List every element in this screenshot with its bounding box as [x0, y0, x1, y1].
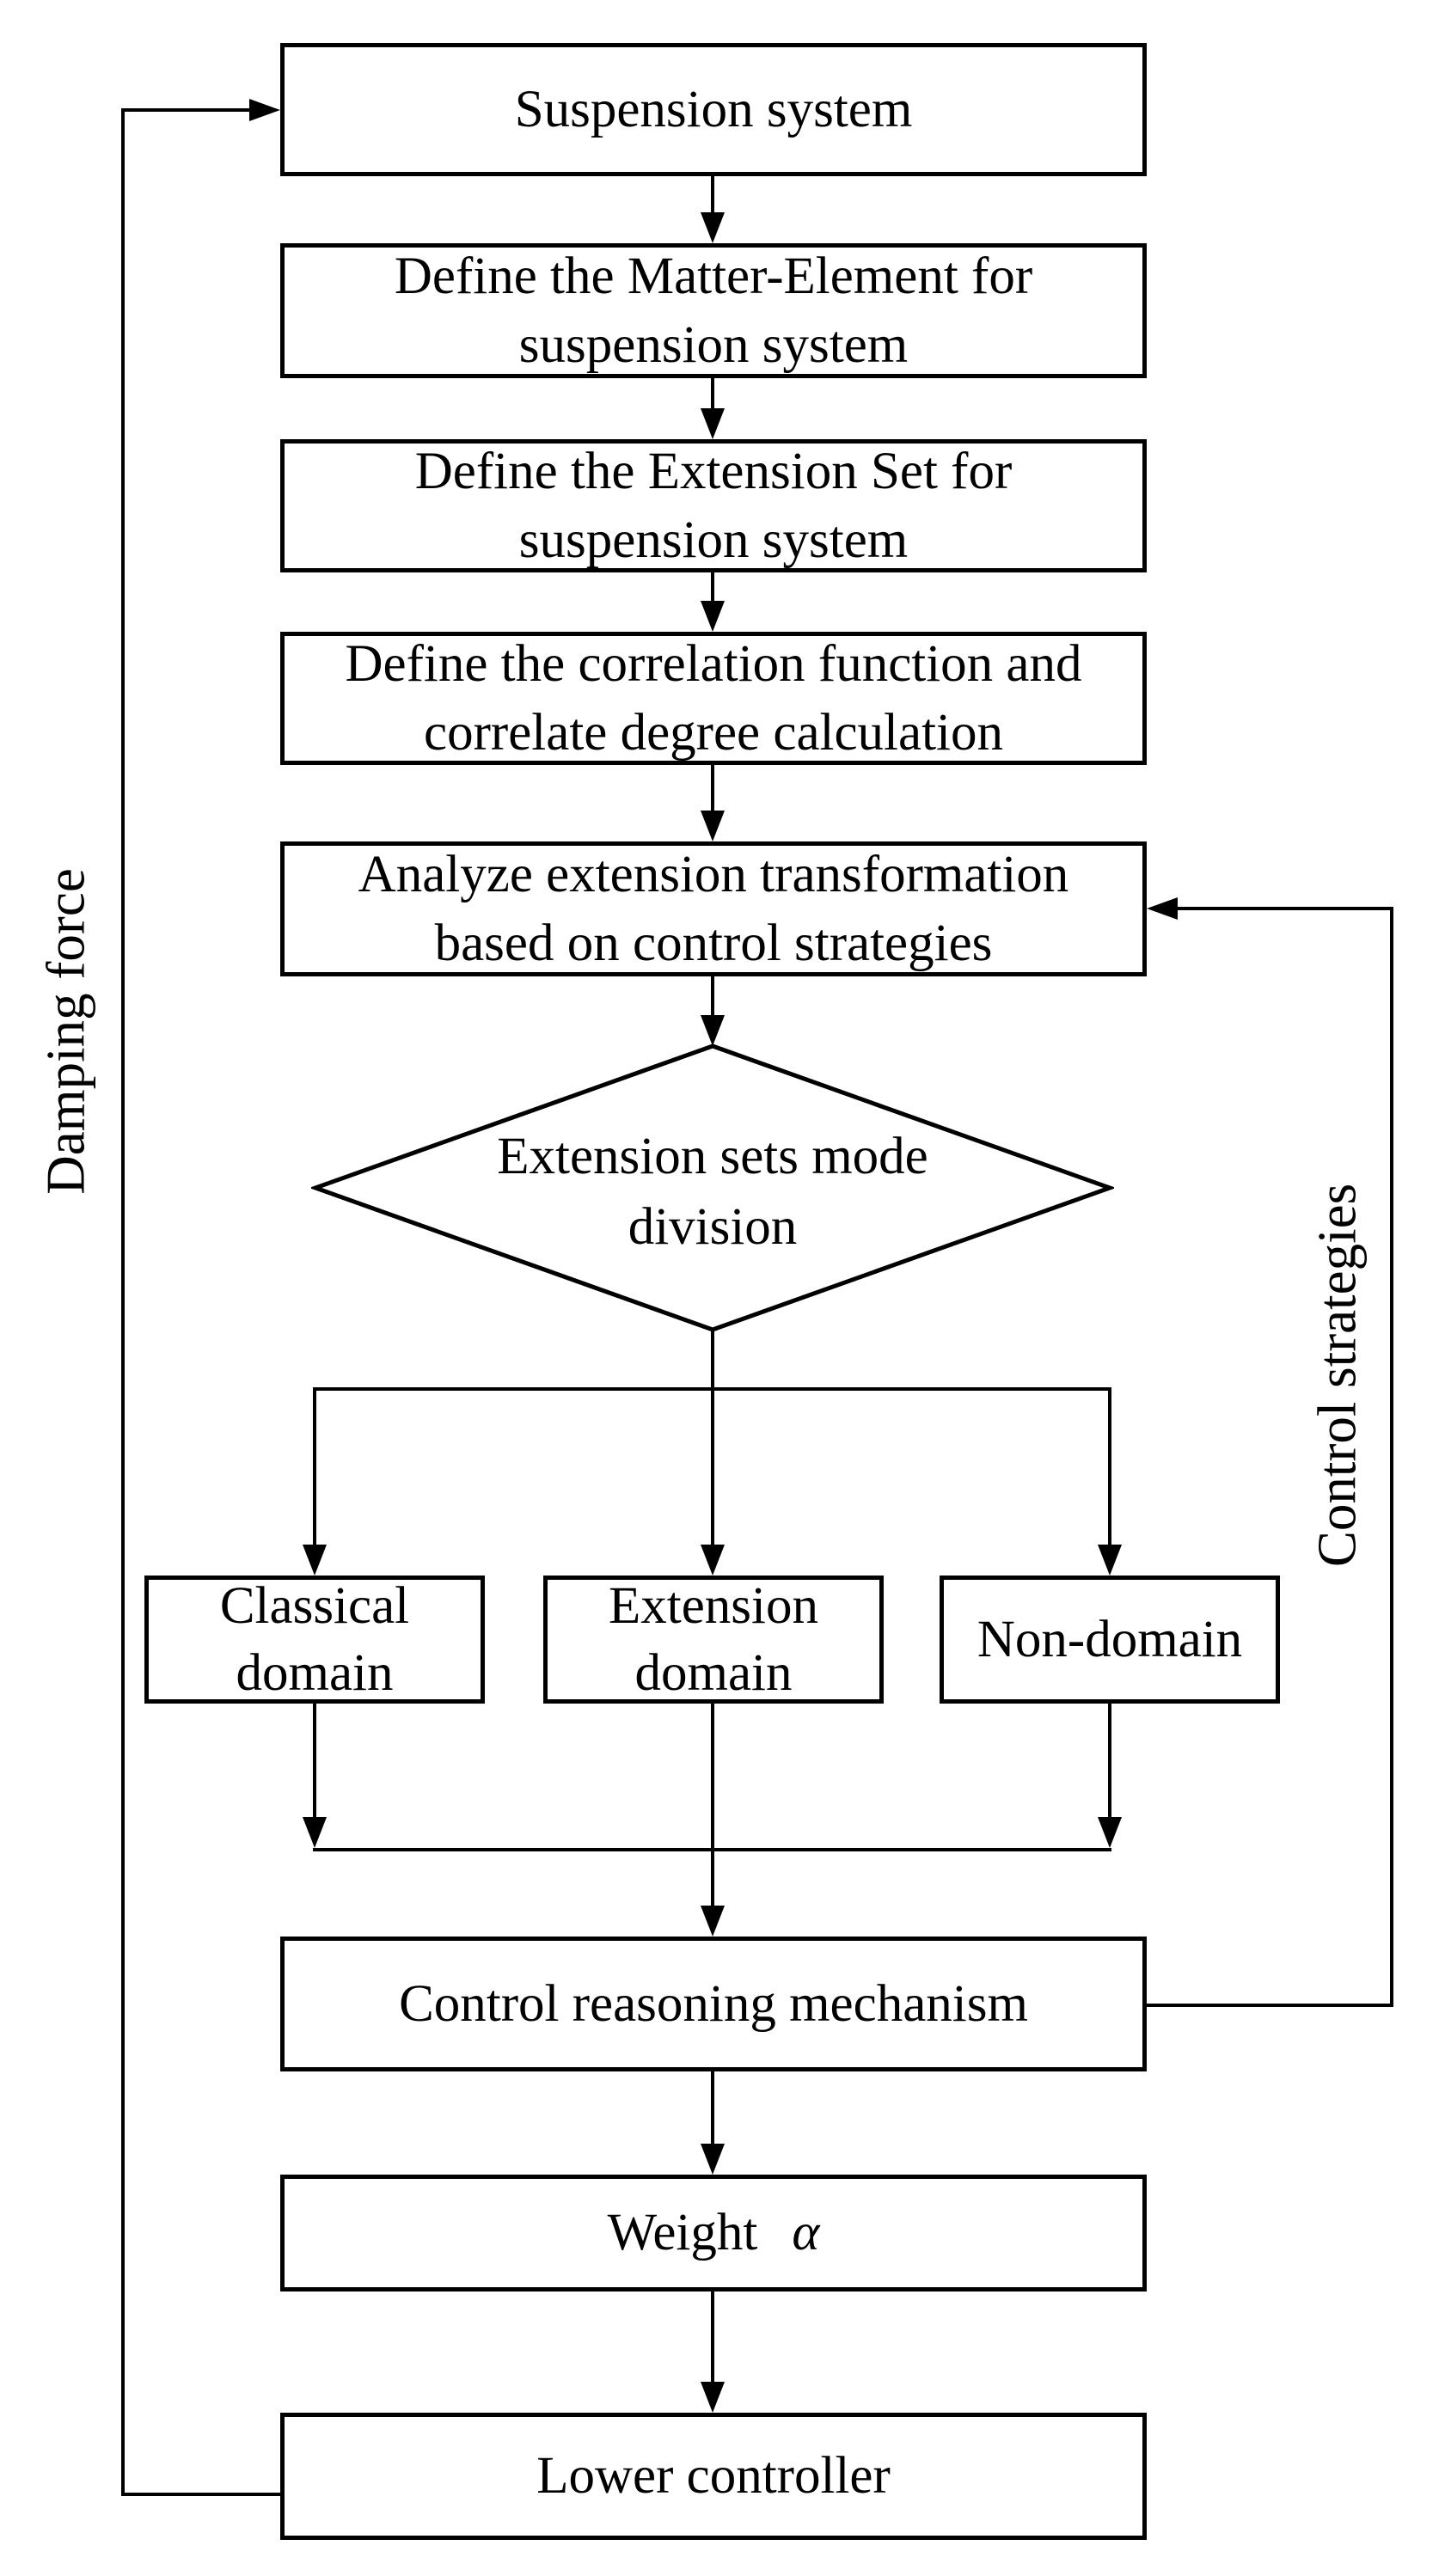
- control-strategies-label: Control strategies: [1307, 1183, 1368, 1568]
- connector-line: [711, 765, 714, 814]
- branch-line: [313, 1387, 1111, 1391]
- connector-line: [711, 572, 714, 604]
- weight-label: Weight: [607, 2204, 758, 2261]
- suspension-system-box: Suspension system: [280, 43, 1147, 176]
- connector-line: [711, 176, 714, 215]
- correlation-function-line2: correlate degree calculation: [424, 703, 1003, 762]
- classical-domain-line2: domain: [236, 1643, 394, 1702]
- extension-set-line1: Define the Extension Set for: [414, 442, 1013, 500]
- arrowhead-down: [701, 2144, 725, 2175]
- arrowhead-down: [701, 601, 725, 632]
- arrowhead-down: [701, 1015, 725, 1046]
- suspension-system-label: Suspension system: [514, 80, 913, 138]
- arrowhead-down: [303, 1817, 327, 1848]
- arrowhead-down: [701, 811, 725, 841]
- extension-transformation-box: Analyze extension transformation based o…: [280, 841, 1147, 976]
- arrowhead-down: [1098, 1545, 1122, 1576]
- correlation-function-line1: Define the correlation function and: [345, 634, 1082, 693]
- extension-set-line2: suspension system: [518, 511, 909, 569]
- connector-line: [1108, 1391, 1111, 1546]
- decision-diamond-text: Extension sets mode division: [414, 1093, 1011, 1291]
- lower-controller-label: Lower controller: [536, 2447, 891, 2505]
- connector-line: [313, 1391, 316, 1546]
- control-strategies-feedback-line: [1147, 2004, 1393, 2007]
- control-strategies-feedback-line: [1390, 907, 1393, 2007]
- arrowhead-down: [701, 408, 725, 439]
- decision-line1: Extension sets mode: [497, 1128, 928, 1185]
- correlation-function-box: Define the correlation function and corr…: [280, 632, 1147, 765]
- weight-alpha-symbol: α: [792, 2204, 820, 2261]
- damping-force-label: Damping force: [35, 868, 96, 1195]
- connector-line: [313, 1704, 316, 1819]
- damping-force-feedback-line: [121, 108, 125, 2496]
- extension-domain-line1: Extension: [609, 1576, 818, 1635]
- arrowhead-down: [701, 1906, 725, 1937]
- decision-line2: division: [628, 1198, 798, 1256]
- arrowhead-left: [1147, 897, 1178, 920]
- extension-set-box: Define the Extension Set for suspension …: [280, 439, 1147, 572]
- connector-line: [711, 378, 714, 412]
- damping-force-feedback-line: [121, 2493, 280, 2496]
- connector-line: [711, 1330, 714, 1391]
- arrowhead-down: [701, 212, 725, 243]
- weight-box: Weight α: [280, 2175, 1147, 2291]
- non-domain-label: Non-domain: [977, 1610, 1243, 1668]
- connector-line: [711, 2071, 714, 2145]
- connector-line: [711, 976, 714, 1019]
- arrowhead-down: [701, 1545, 725, 1576]
- classical-domain-line1: Classical: [219, 1576, 410, 1635]
- matter-element-line1: Define the Matter-Element for: [394, 247, 1033, 305]
- arrowhead-down: [701, 2382, 725, 2413]
- connector-line: [1108, 1704, 1111, 1819]
- control-reasoning-box: Control reasoning mechanism: [280, 1937, 1147, 2071]
- connector-line: [711, 1704, 714, 1907]
- damping-force-feedback-line: [121, 108, 251, 112]
- matter-element-line2: suspension system: [518, 315, 909, 374]
- matter-element-box: Define the Matter-Element for suspension…: [280, 243, 1147, 378]
- arrowhead-right: [249, 99, 280, 121]
- extension-transformation-line2: based on control strategies: [434, 914, 993, 972]
- connector-line: [711, 1391, 714, 1546]
- classical-domain-box: Classical domain: [144, 1576, 485, 1704]
- non-domain-box: Non-domain: [940, 1576, 1280, 1704]
- lower-controller-box: Lower controller: [280, 2413, 1147, 2540]
- control-strategies-feedback-line: [1178, 907, 1393, 910]
- extension-domain-line2: domain: [634, 1643, 793, 1702]
- control-reasoning-label: Control reasoning mechanism: [399, 1974, 1028, 2033]
- extension-domain-box: Extension domain: [543, 1576, 884, 1704]
- arrowhead-down: [303, 1545, 327, 1576]
- arrowhead-down: [1098, 1817, 1122, 1848]
- extension-transformation-line1: Analyze extension transformation: [358, 845, 1069, 903]
- connector-line: [711, 2291, 714, 2383]
